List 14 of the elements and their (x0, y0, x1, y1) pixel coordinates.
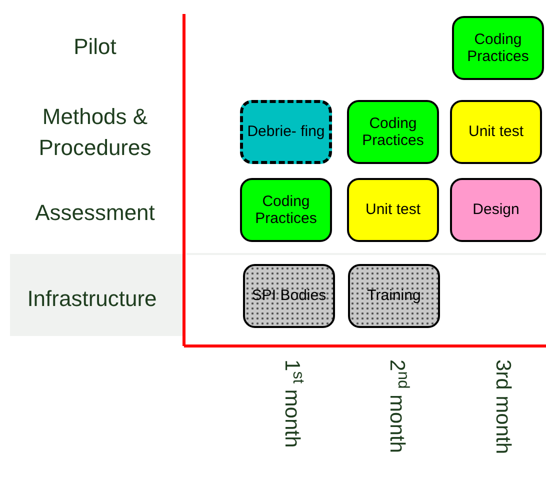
activity-box: SPI Bodies (243, 264, 335, 328)
activity-box: Design (450, 178, 542, 242)
row-label: Pilot (72, 33, 118, 61)
activity-box: Coding Practices (347, 100, 439, 164)
row-label: Infrastructure (26, 285, 158, 313)
activity-box: Coding Practices (452, 16, 544, 80)
activity-box: Unit test (347, 178, 439, 242)
row-label: Methods & Procedures (38, 103, 152, 162)
column-label: 3rd month (492, 360, 514, 456)
activity-box: Training (348, 264, 440, 328)
activity-box: Unit test (450, 100, 542, 164)
row-label: Assessment (34, 199, 156, 227)
activity-box: Debrie- fing (240, 100, 332, 164)
activity-box: Coding Practices (240, 178, 332, 242)
